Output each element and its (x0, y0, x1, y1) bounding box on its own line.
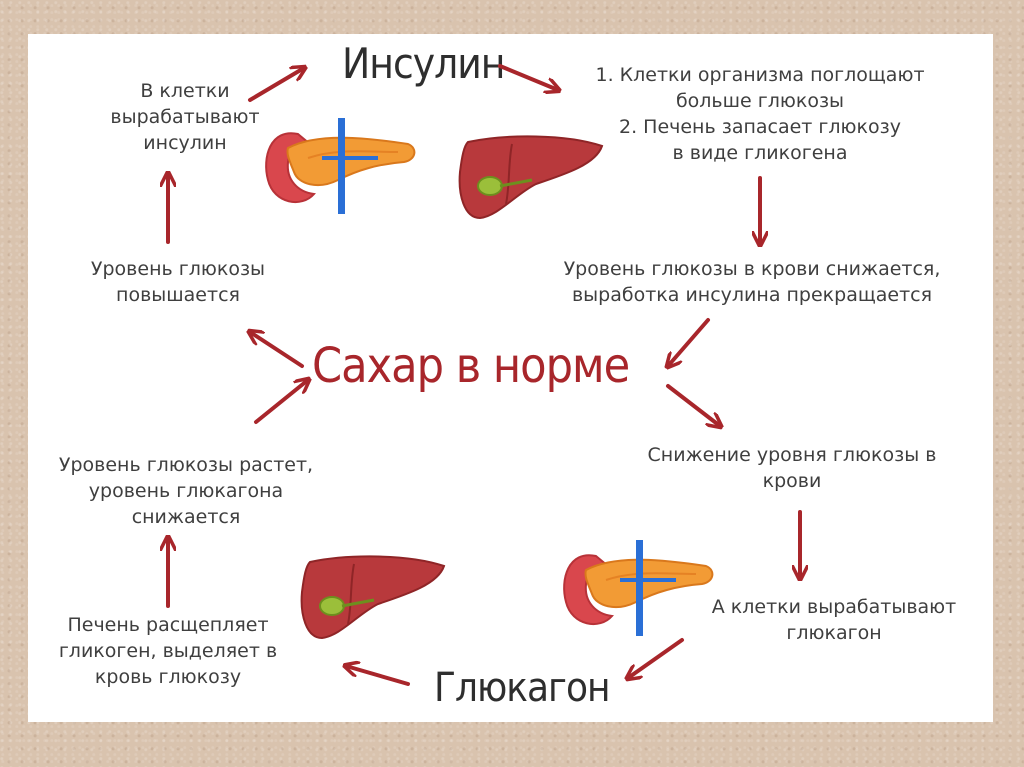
arrow-center-to-decrease (666, 384, 720, 426)
pancreas-icon (563, 540, 714, 636)
arrow-glucagon-cells-to-glucagon (628, 638, 684, 678)
arrows-layer (28, 64, 993, 686)
arrow-glucose-grows-to-center (254, 380, 308, 424)
step-line: Уровень глюкозы растет, (58, 454, 314, 476)
step-line: Уровень глюкозы в крови снижается, (563, 258, 941, 280)
arrow-cells-to-insulin (248, 68, 304, 102)
step-line: А клетки вырабатывают (711, 596, 957, 618)
step-glucose-grows-glucagon-drops: Уровень глюкозы растет, уровень глюкагон… (28, 452, 344, 530)
center-heading: Сахар в норме (312, 338, 630, 394)
pancreas-icon (265, 118, 416, 214)
step-liver-breaks-glycogen: Печень расщепляет гликоген, выделяет в к… (28, 612, 308, 690)
insulin-heading: Инсулин (342, 39, 506, 88)
liver-icon (300, 555, 446, 640)
step-cells-produce-insulin: В клетки вырабатывают инсулин (100, 78, 270, 156)
liver-icon (458, 135, 604, 220)
step-line: Снижение уровня глюкозы в (647, 444, 937, 466)
step-glucose-drops-insulin-stops: Уровень глюкозы в крови снижается, выраб… (518, 256, 986, 308)
arrow-center-to-glucose-rises (250, 332, 304, 368)
step-line: 2. Печень запасает глюкозу (619, 116, 901, 138)
step-cells-produce-glucagon: А клетки вырабатывают глюкагон (684, 594, 984, 646)
step-line: кровь глюкозу (94, 666, 242, 688)
arrow-insulin-to-effects (498, 64, 558, 90)
step-line: В клетки (140, 80, 230, 102)
step-line: вырабатывают (110, 106, 260, 128)
diagram-frame: Инсулин Сахар в норме Глюкагон В клетки … (28, 34, 993, 722)
arrow-glucagon-to-liver (346, 666, 410, 686)
step-line: 1. Клетки организма поглощают (595, 64, 925, 86)
step-line: Уровень глюкозы (90, 258, 266, 280)
step-line: в виде гликогена (672, 142, 848, 164)
step-line: выработка инсулина прекращается (571, 284, 933, 306)
step-line: больше глюкозы (675, 90, 845, 112)
step-line: Печень расщепляет (67, 614, 269, 636)
step-line: инсулин (143, 132, 227, 154)
step-line: гликоген, выделяет в (58, 640, 278, 662)
step-insulin-effects: 1. Клетки организма поглощают больше глю… (560, 62, 960, 166)
step-line: крови (762, 470, 822, 492)
step-line: глюкагон (786, 622, 882, 644)
step-glucose-decrease: Снижение уровня глюкозы в крови (612, 442, 972, 494)
glucagon-heading: Глюкагон (434, 665, 610, 711)
step-glucose-rises: Уровень глюкозы повышается (58, 256, 298, 308)
step-line: снижается (131, 506, 241, 528)
step-line: уровень глюкагона (88, 480, 284, 502)
arrow-drop-to-center (668, 318, 710, 366)
step-line: повышается (116, 284, 240, 306)
